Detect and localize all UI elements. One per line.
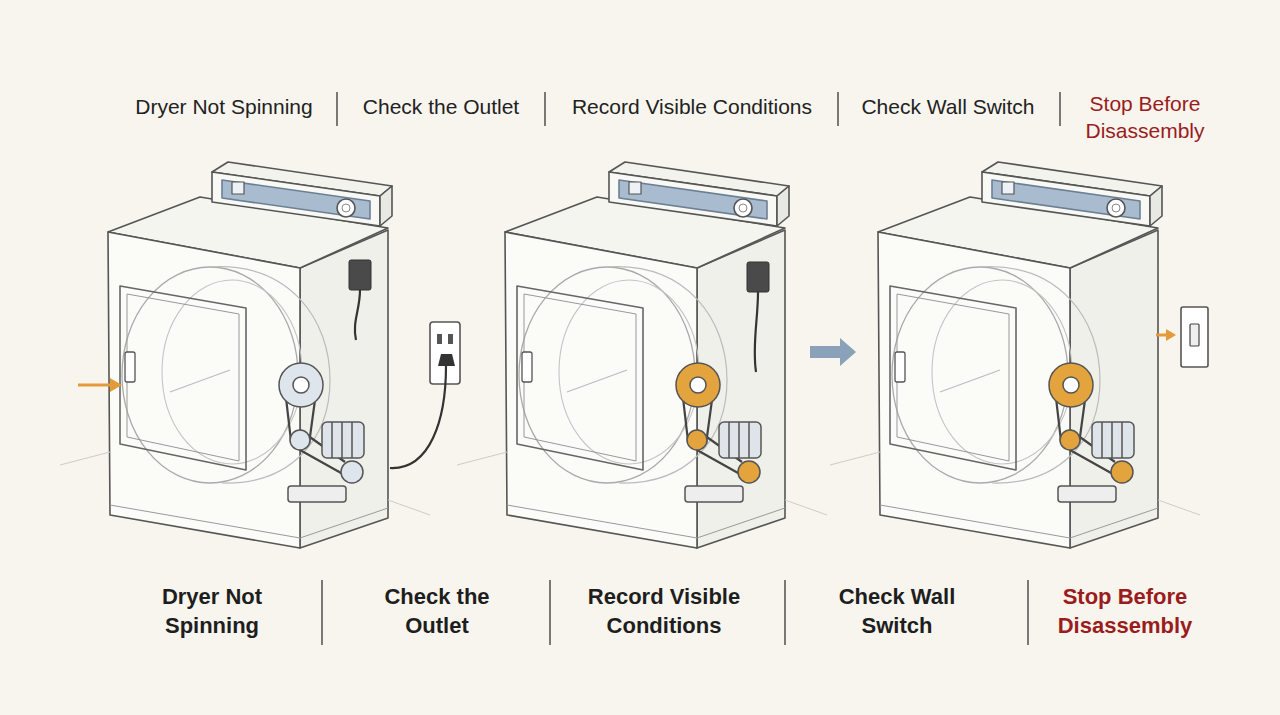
dryer-1 — [279, 363, 364, 502]
dryer-3 — [830, 162, 1208, 548]
step-heading: Stop Before Disassembly — [1070, 90, 1220, 145]
switch-toggle — [1190, 324, 1199, 346]
dryer-3 — [1049, 363, 1134, 502]
plug — [438, 354, 455, 366]
plug-box — [747, 262, 769, 292]
separator-bar — [321, 580, 322, 645]
separator-bar — [837, 92, 838, 126]
dryer-1 — [60, 162, 460, 548]
step-caption: Check Wall Switch — [827, 583, 967, 640]
dryer-1 — [60, 162, 430, 548]
outlet-socket — [448, 334, 453, 344]
dryer-3 — [1049, 363, 1134, 502]
pointer-arrow — [110, 378, 122, 392]
dryer-2 — [676, 363, 761, 502]
step-heading: Check the Outlet — [341, 93, 541, 120]
separator-bar — [544, 92, 545, 126]
dryer-3 — [830, 162, 1200, 548]
separator-bar — [1027, 580, 1028, 645]
dryer-2 — [457, 162, 827, 548]
step-caption: Dryer Not Spinning — [147, 583, 277, 640]
pointer-arrow — [78, 384, 114, 387]
separator-bar — [1059, 92, 1060, 126]
dryer-2 — [676, 363, 761, 502]
power-cord — [355, 290, 360, 340]
step-caption: Check the Outlet — [372, 583, 502, 640]
step-heading: Check Wall Switch — [843, 93, 1053, 120]
separator-bar — [336, 92, 337, 126]
outlet-socket — [437, 334, 442, 344]
power-cord — [390, 366, 446, 468]
separator-bar — [322, 92, 1060, 645]
power-cord — [755, 292, 758, 372]
step-caption: Record Visible Conditions — [577, 583, 752, 640]
step-arrow — [810, 338, 856, 366]
plug-box — [349, 260, 371, 290]
separator-bar — [784, 580, 785, 645]
wall-switch — [1181, 307, 1208, 367]
pointer-arrow — [1166, 329, 1176, 341]
dryer-2 — [457, 162, 827, 548]
step-heading: Dryer Not Spinning — [109, 93, 339, 120]
separator-bar — [549, 580, 550, 645]
step-caption: Stop Before Disassembly — [1050, 583, 1200, 640]
dryer-1 — [279, 363, 364, 502]
step-heading: Record Visible Conditions — [552, 93, 832, 120]
